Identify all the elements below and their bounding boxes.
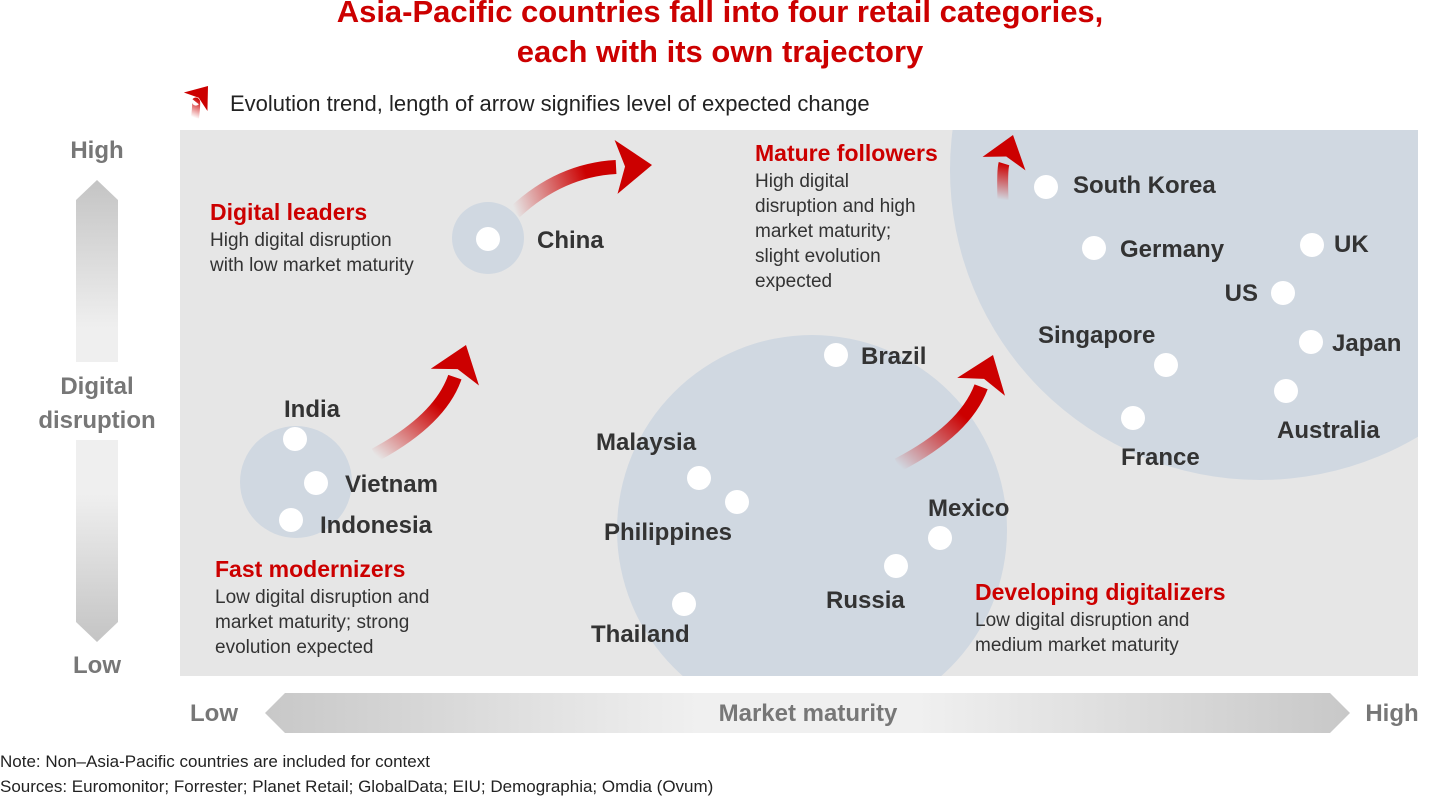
cluster-fast-modernizers: [240, 426, 352, 538]
category-description: slight evolution: [755, 246, 881, 267]
country-philippines: Philippines: [604, 490, 749, 546]
country-japan: Japan: [1299, 330, 1401, 357]
country-germany: Germany: [1082, 236, 1225, 263]
country-label: Brazil: [861, 343, 926, 370]
category-title: Fast modernizers: [215, 556, 405, 582]
country-dot: [725, 490, 749, 514]
country-dot: [824, 343, 848, 367]
category-description: medium market maturity: [975, 635, 1179, 656]
y-axis-low: Low: [73, 652, 121, 679]
category-description: with low market maturity: [209, 255, 414, 276]
country-dot: [1271, 281, 1295, 305]
country-uk: UK: [1300, 231, 1369, 258]
country-label: Germany: [1120, 236, 1225, 263]
category-description: market maturity;: [755, 221, 891, 242]
red-arrow-icon: [183, 86, 208, 119]
country-france: France: [1121, 406, 1200, 471]
country-label: France: [1121, 444, 1200, 471]
country-label: South Korea: [1073, 172, 1216, 199]
country-dot: [1154, 353, 1178, 377]
country-india: India: [283, 396, 341, 451]
country-dot: [1034, 175, 1058, 199]
country-south-korea: South Korea: [1034, 172, 1216, 199]
trend-arrow-fast-modernizers: [371, 345, 479, 462]
y-axis-label-2: disruption: [38, 407, 155, 434]
category-description: Low digital disruption and: [975, 610, 1189, 631]
country-dot: [1274, 379, 1298, 403]
sources: Sources: Euromonitor; Forrester; Planet …: [0, 777, 713, 796]
x-axis-low: Low: [190, 700, 238, 727]
country-label: Australia: [1277, 417, 1380, 444]
country-label: Vietnam: [345, 471, 438, 498]
country-dot: [304, 471, 328, 495]
category-title: Digital leaders: [210, 199, 367, 225]
country-dot: [1082, 236, 1106, 260]
category-title: Mature followers: [755, 140, 938, 166]
country-australia: Australia: [1274, 379, 1380, 444]
title-line-1: Asia-Pacific countries fall into four re…: [337, 0, 1104, 29]
country-dot: [1300, 233, 1324, 257]
note: Note: Non–Asia-Pacific countries are inc…: [0, 752, 430, 771]
y-axis-label-1: Digital: [60, 373, 133, 400]
country-brazil: Brazil: [824, 343, 926, 370]
category-description: Low digital disruption and: [215, 587, 429, 608]
y-axis-high: High: [70, 137, 123, 164]
country-label: China: [537, 227, 604, 254]
trend-arrow-mature-followers: [982, 135, 1026, 201]
country-dot: [283, 427, 307, 451]
category-description: High digital disruption: [210, 230, 392, 251]
country-dot: [279, 508, 303, 532]
title-line-2: each with its own trajectory: [517, 34, 924, 69]
country-label: Malaysia: [596, 429, 697, 456]
country-label: Russia: [826, 587, 905, 614]
category-description: disruption and high: [755, 196, 916, 217]
country-singapore: Singapore: [1038, 322, 1178, 377]
x-axis-arrow: [265, 693, 1350, 733]
country-malaysia: Malaysia: [596, 429, 711, 490]
country-indonesia: Indonesia: [279, 508, 433, 539]
country-label: Indonesia: [320, 512, 433, 539]
country-dot: [1121, 406, 1145, 430]
country-label: Philippines: [604, 519, 732, 546]
category-title: Developing digitalizers: [975, 579, 1226, 605]
country-dot: [476, 227, 500, 251]
country-label: India: [284, 396, 341, 423]
country-dot: [687, 466, 711, 490]
country-us: US: [1225, 280, 1295, 307]
country-label: Japan: [1332, 330, 1401, 357]
country-china: China: [476, 227, 604, 254]
category-description: High digital: [755, 171, 849, 192]
x-axis-high: High: [1365, 700, 1418, 727]
trend-arrow-digital-leaders: [510, 139, 652, 218]
country-thailand: Thailand: [591, 592, 696, 648]
category-description: expected: [755, 271, 832, 292]
category-description: market maturity; strong: [215, 612, 409, 633]
x-axis-label: Market maturity: [719, 700, 898, 727]
trend-arrow-developing-digitalizers: [894, 355, 1005, 472]
country-label: Thailand: [591, 621, 690, 648]
legend-arrow: [183, 86, 208, 119]
country-dot: [1299, 330, 1323, 354]
country-dot: [928, 526, 952, 550]
cluster-developing-digitalizers: [617, 335, 1007, 676]
legend-label: Evolution trend, length of arrow signifi…: [230, 91, 870, 116]
country-mexico: Mexico: [928, 495, 1009, 550]
country-dot: [672, 592, 696, 616]
country-label: Singapore: [1038, 322, 1155, 349]
cluster-mature-followers: [950, 130, 1418, 480]
country-label: Mexico: [928, 495, 1009, 522]
country-label: US: [1225, 280, 1258, 307]
country-russia: Russia: [826, 554, 908, 614]
country-dot: [884, 554, 908, 578]
category-description: evolution expected: [215, 637, 373, 658]
country-vietnam: Vietnam: [304, 471, 438, 498]
country-label: UK: [1334, 231, 1369, 258]
